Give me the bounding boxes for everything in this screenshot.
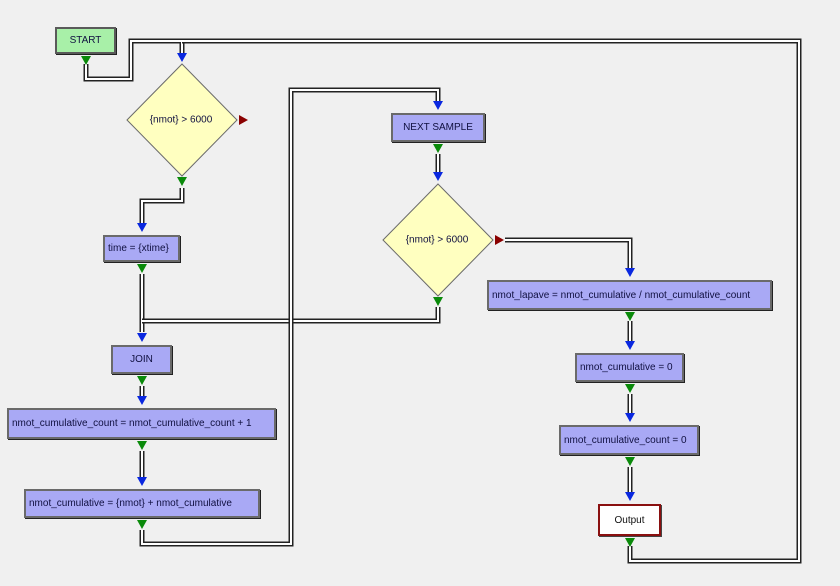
reset-count-node[interactable]: nmot_cumulative_count = 0 [559,425,699,455]
connector-decision2-to-join-highlight [142,307,439,322]
connector-decision2-to-lapave [505,237,633,268]
decision1-entry-arrow [177,53,187,62]
lapave-entry-arrow [625,268,635,277]
arrowheads [81,53,635,547]
next-sample-node[interactable]: NEXT SAMPLE [391,113,485,142]
decision-nmot-gt-6000-2[interactable] [382,183,494,297]
cumulative-add-node[interactable]: nmot_cumulative = {nmot} + nmot_cumulati… [24,489,260,518]
connector-output-to-start-highlight [182,40,800,562]
reset-cumulative-node[interactable]: nmot_cumulative = 0 [575,353,684,382]
cumulative-exit-arrow [137,520,147,529]
decision-nmot-gt-6000-1[interactable] [126,63,238,177]
output-exit-arrow [625,538,635,547]
decision2-true-exit-arrow [495,235,504,245]
reset-count-exit-arrow [625,457,635,466]
connector-decision1-to-time [139,188,185,223]
reset-cumulative-exit-arrow [625,384,635,393]
lapave-node[interactable]: nmot_lapave = nmot_cumulative / nmot_cum… [487,280,772,310]
reset-count-entry-arrow [625,413,635,422]
start-node[interactable]: START [55,27,116,54]
join-exit-arrow [137,376,147,385]
join-node[interactable]: JOIN [111,345,172,374]
time-entry-arrow [137,223,147,232]
count-entry-arrow [137,396,147,405]
start-exit-arrow [81,56,91,65]
output-node[interactable]: Output [598,504,661,536]
time-exit-arrow [137,264,147,273]
connectors [83,38,802,564]
decision2-entry-arrow [433,172,443,181]
reset-cumulative-entry-arrow [625,341,635,350]
connector-decision1-to-time-highlight [141,188,183,223]
connector-cumulative-to-next-sample-highlight [141,89,439,545]
connector-decision2-to-lapave-highlight [505,239,631,268]
lapave-exit-arrow [625,312,635,321]
next-sample-entry-arrow [433,101,443,110]
count-exit-arrow [137,441,147,450]
join-entry-arrow [137,333,147,342]
cumulative-entry-arrow [137,477,147,486]
decision1-exit-arrow [177,177,187,186]
output-entry-arrow [625,492,635,501]
time-assign-node[interactable]: time = {xtime} [103,235,180,262]
decision2-exit-arrow [433,297,443,306]
count-increment-node[interactable]: nmot_cumulative_count = nmot_cumulative_… [7,408,276,439]
decision1-true-exit-arrow [239,115,248,125]
decisions [126,63,494,297]
next-sample-exit-arrow [433,144,443,153]
